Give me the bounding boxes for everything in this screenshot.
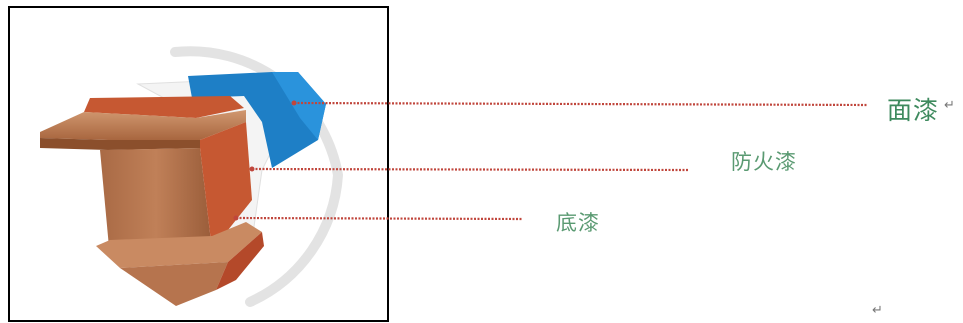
beam-web: [100, 148, 212, 258]
leader-line-fireproof: [251, 167, 689, 172]
leader-dot-topcoat: [291, 100, 297, 106]
topcoat-layer-edge: [272, 72, 326, 140]
bottom-flange-front: [96, 246, 228, 306]
beam-web-right-primer: [200, 122, 252, 250]
leader-dot-fireproof: [249, 166, 255, 172]
top-flange-face: [40, 110, 246, 140]
label-topcoat: 面漆: [887, 96, 940, 125]
label-primer: 底漆: [556, 211, 600, 235]
top-flange-front: [40, 138, 200, 150]
paragraph-mark-bottom: ↵: [872, 303, 883, 318]
leader-line-primer: [235, 216, 523, 221]
bottom-flange-primer: [216, 232, 264, 290]
leader-dot-primer: [233, 215, 239, 221]
label-fireproof-coat: 防火漆: [731, 150, 797, 174]
halo-arc: [170, 46, 344, 307]
leader-line-topcoat: [293, 101, 869, 107]
paragraph-mark-topcoat: ↵: [944, 98, 955, 113]
top-flange-primer: [84, 96, 244, 118]
bottom-flange-top: [96, 222, 262, 268]
